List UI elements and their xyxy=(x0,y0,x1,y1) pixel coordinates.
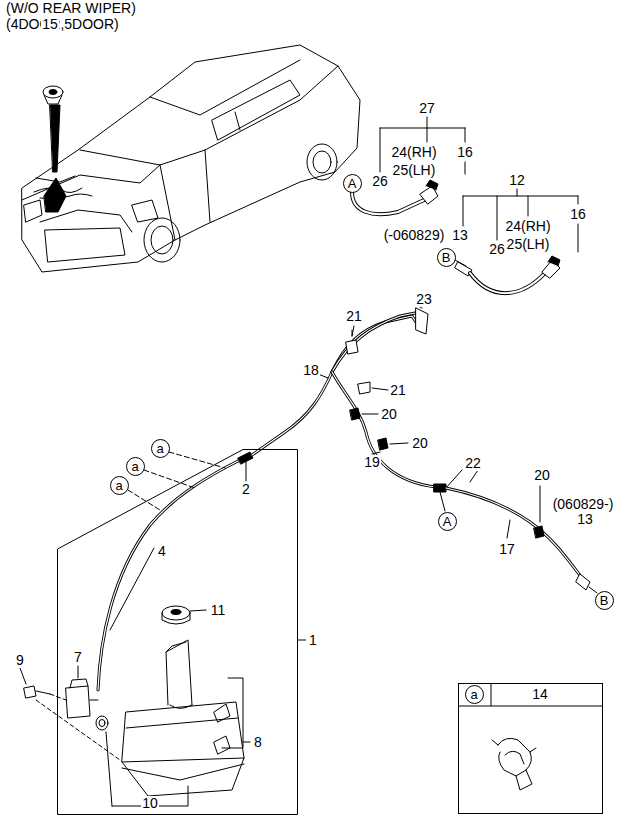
callout-number: 24(RH) xyxy=(504,219,551,234)
group-frame: 1 xyxy=(57,449,298,815)
callout-number: 15 xyxy=(41,17,59,32)
circle-outline xyxy=(126,457,144,475)
box-outline xyxy=(459,684,603,814)
callout-number: 25(LH) xyxy=(392,163,437,178)
circle-letter: a xyxy=(470,688,477,701)
circle-letter: B xyxy=(600,594,609,607)
node-outline xyxy=(57,449,298,815)
callout-number: (060829-) xyxy=(552,497,615,512)
callout-number: 18 xyxy=(302,363,320,378)
heading-note: (W/O REAR WIPER) xyxy=(5,1,137,16)
circle-letter: a xyxy=(131,460,138,473)
callout-number: 24(RH) xyxy=(390,145,437,160)
callout-number: 16 xyxy=(569,207,587,222)
callout-circle: a xyxy=(151,439,170,458)
callout-number: 21 xyxy=(389,383,407,398)
node-outline xyxy=(458,683,603,814)
callout-circle: B xyxy=(437,248,456,267)
callout-number: 8 xyxy=(253,735,263,750)
callout-number: 12 xyxy=(508,173,526,188)
callout-number: 2 xyxy=(241,482,251,497)
circle-letter: a xyxy=(115,479,122,492)
callout-number: 16 xyxy=(456,145,474,160)
callout-number: 26 xyxy=(488,242,506,257)
callout-number: 14 xyxy=(532,687,548,702)
circle-outline xyxy=(110,476,128,494)
callout-number: 20 xyxy=(411,436,429,451)
reservoir xyxy=(122,606,250,796)
callout-number: 20 xyxy=(380,407,398,422)
callout-number: 23 xyxy=(415,292,433,307)
circle-letter: A xyxy=(348,177,357,190)
callout-number: 11 xyxy=(210,603,227,618)
hose-26-lower xyxy=(455,256,560,293)
frame-outline xyxy=(58,450,298,815)
circle-letter: a xyxy=(156,442,163,455)
nozzle-15 xyxy=(43,86,66,212)
callout-number: 25(LH) xyxy=(506,237,551,252)
callout-number: 20 xyxy=(533,468,551,483)
callout-number: 19 xyxy=(363,455,381,470)
hose-18 xyxy=(252,308,428,455)
callout-number: 4 xyxy=(157,544,167,559)
circle-outline xyxy=(343,174,361,192)
hose-19 xyxy=(332,372,436,487)
callout-number: 10 xyxy=(141,796,159,811)
callout-number: 7 xyxy=(73,650,83,665)
car-drawing xyxy=(22,45,360,272)
callout-circle: B xyxy=(595,591,614,610)
callout-number: 13 xyxy=(451,228,469,243)
circle-outline xyxy=(465,685,483,703)
circle-outline xyxy=(595,591,613,609)
callout-number: 26 xyxy=(371,174,389,189)
circle-outline xyxy=(151,439,169,457)
callout-number: (-060829) xyxy=(383,228,446,243)
callout-circle: A xyxy=(438,512,457,531)
header-rule xyxy=(458,706,603,707)
callout-circle: A xyxy=(343,174,362,193)
callout-circle: a xyxy=(110,476,129,495)
header-divider xyxy=(491,683,492,706)
leader-2 xyxy=(246,462,247,481)
circle-outline xyxy=(438,512,456,530)
callout-number: 21 xyxy=(345,309,363,324)
bolt-9 xyxy=(20,668,120,760)
circle-letter: A xyxy=(443,515,452,528)
callout-number: 27 xyxy=(418,101,436,116)
callout-circle: a xyxy=(465,685,484,704)
leader-4 xyxy=(110,548,154,630)
callout-number: 22 xyxy=(464,456,482,471)
hose-26-upper xyxy=(352,180,438,214)
callout-number: 1 xyxy=(309,633,317,648)
bracket-12 xyxy=(463,189,578,252)
callout-number: 13 xyxy=(576,512,594,527)
circle-outline xyxy=(437,248,455,266)
callout-number: 9 xyxy=(15,653,25,668)
leader-line xyxy=(298,640,306,641)
clip-14 xyxy=(492,738,536,790)
callout-number: 17 xyxy=(498,542,516,557)
clips xyxy=(318,306,544,538)
heading-note: (4DOOR,5DOOR) xyxy=(5,17,120,32)
pump-7 xyxy=(66,666,108,730)
callout-circle: a xyxy=(126,457,145,476)
legend-box: 14 a xyxy=(458,683,603,814)
circle-letter: B xyxy=(442,251,451,264)
